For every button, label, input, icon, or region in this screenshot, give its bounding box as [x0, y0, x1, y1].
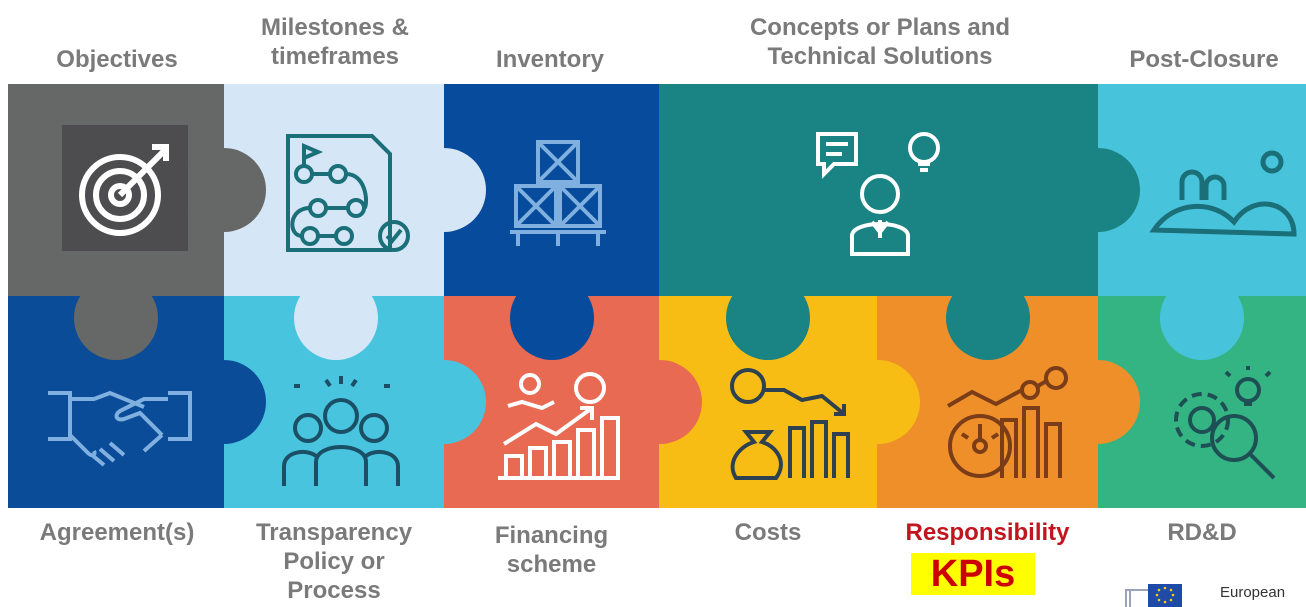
handshake-icon [44, 383, 194, 473]
knob-objectives-bottom [74, 276, 158, 360]
knob-concepts-bottom-a [726, 276, 810, 360]
gauge-chart-icon [944, 364, 1074, 484]
knob-costs-right [836, 360, 920, 444]
label-transparency-line3: Process [287, 577, 381, 604]
label-financing-line2: scheme [506, 551, 597, 578]
kpi-highlight: KPIs [911, 553, 1035, 595]
knob-objectives-right [182, 148, 266, 232]
knob-transparency-right [402, 360, 486, 444]
knob-concepts-right [1056, 148, 1140, 232]
label-post-closure: Post-Closure [1129, 46, 1279, 73]
money-decline-icon [726, 366, 856, 482]
money-growth-icon [494, 372, 624, 480]
label-transparency-line2: Policy or [283, 548, 385, 575]
knob-milestones-right [402, 148, 486, 232]
knob-milestones-bottom [294, 276, 378, 360]
label-inventory: Inventory [495, 46, 605, 73]
knob-post-closure-bottom [1160, 276, 1244, 360]
label-concepts: Concepts or Plans and Technical Solution… [680, 13, 1080, 71]
knob-financing-right [618, 360, 702, 444]
team-icon [276, 370, 406, 490]
european-commission-logo: European [1122, 576, 1306, 607]
knob-responsibility-right [1056, 360, 1140, 444]
label-financing: Financing scheme [444, 521, 659, 579]
target-icon [62, 125, 188, 251]
knob-agreements-right [182, 360, 266, 444]
knob-inventory-bottom [510, 276, 594, 360]
knob-concepts-bottom-b [946, 276, 1030, 360]
label-agreements: Agreement(s) [39, 519, 195, 546]
tile-concepts [659, 84, 1098, 296]
label-objectives: Objectives [56, 46, 178, 73]
landscape-icon [1144, 142, 1304, 242]
logo-text: European [1220, 584, 1286, 601]
label-milestones-line1: Milestones & [260, 14, 410, 41]
label-financing-line1: Financing [494, 522, 609, 549]
label-rdd: RD&D [1167, 519, 1237, 546]
boxes-icon [508, 136, 608, 250]
gear-search-icon [1166, 364, 1296, 484]
label-milestones: Milestones & timeframes [225, 13, 445, 71]
label-concepts-line1: Concepts or Plans and [749, 14, 1011, 41]
label-concepts-line2: Technical Solutions [767, 43, 993, 70]
label-transparency: Transparency Policy or Process [224, 518, 444, 605]
label-responsibility: Responsibility [905, 519, 1070, 546]
label-costs: Costs [734, 519, 802, 546]
roadmap-icon [268, 128, 418, 258]
label-transparency-line1: Transparency [255, 519, 413, 546]
person-idea-icon [812, 128, 952, 258]
label-milestones-line2: timeframes [270, 43, 400, 70]
